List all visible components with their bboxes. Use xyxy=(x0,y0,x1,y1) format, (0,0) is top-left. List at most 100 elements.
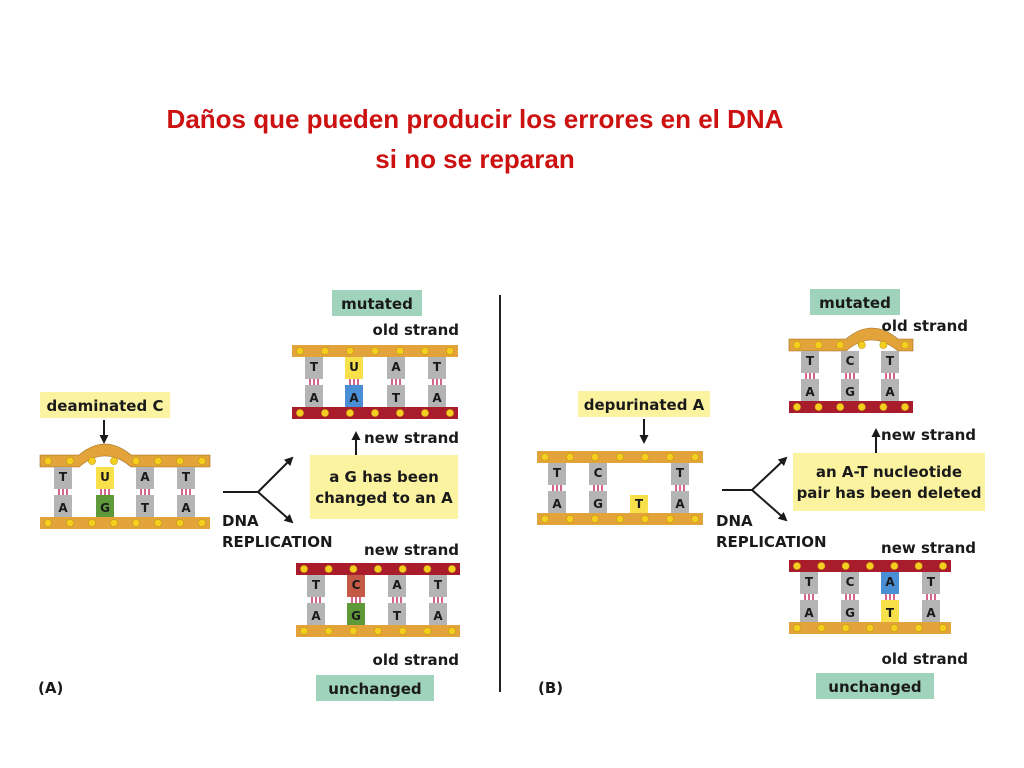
panel-a-damaged-duplex-pair-1-top-letter: T xyxy=(59,470,68,484)
panel-b-mutated-duplex-pair-3-top-base xyxy=(881,351,899,373)
panel-b-mutated-duplex-top-strand-phosphate xyxy=(836,341,845,349)
panel-b-unchanged-duplex-bottom-strand xyxy=(789,622,951,634)
panel-a-mutated-duplex-top-strand-phosphate xyxy=(346,347,354,355)
slide-title-line-1: Daños que pueden producir los errores en… xyxy=(166,104,784,134)
panel-a-unchanged-duplex-pair-2-top-base xyxy=(347,575,365,597)
panel-b-unchanged-duplex-pair-2: CG xyxy=(841,572,859,622)
panel-a-unchanged-duplex-pair-1-top-letter: T xyxy=(312,578,321,592)
panel-a-unchanged-duplex-pair-3-top-base xyxy=(388,575,406,597)
panel-b-unchanged-duplex-bottom-strand-phosphate xyxy=(817,624,826,632)
panel-a-mutated-duplex-bottom-strand-phosphate xyxy=(296,409,304,417)
panel-b-damaged-duplex-top-strand-phosphate xyxy=(641,453,649,461)
panel-b-mutated-duplex-bottom-strand-backbone xyxy=(789,401,913,413)
panel-b-damaged-duplex-pair-1-bottom-letter: A xyxy=(552,497,562,511)
panel-a-mutated-duplex-pair-4: TA xyxy=(428,357,446,407)
panel-b-damaged-duplex-pair-3-bottom-base xyxy=(630,495,648,513)
panel-b-unchanged-label-box xyxy=(816,673,934,699)
panel-a-unchanged-duplex-pair-1-bottom-base xyxy=(307,603,325,625)
panel-b-mutated-duplex-pair-2-top-base xyxy=(841,351,859,373)
panel-b-damaged-duplex-top-strand-phosphate xyxy=(691,453,699,461)
panel-a-unchanged-duplex-top-strand-phosphate xyxy=(448,565,456,573)
panel-b-damage-label-box xyxy=(578,391,710,417)
panel-a-damaged-duplex-top-strand-phosphate xyxy=(110,457,118,465)
panel-a-unchanged-duplex-pair-3: AT xyxy=(388,575,406,625)
panel-a-unchanged-duplex-pair-1-bottom-letter: A xyxy=(311,609,321,623)
panel-a-unchanged-label-box xyxy=(316,675,434,701)
panel-a-damaged-duplex-pair-4-bottom-letter: A xyxy=(181,501,191,515)
panel-a-damaged-duplex-pair-2-top-letter: U xyxy=(100,470,110,484)
panel-a-unchanged-duplex-pair-4-bottom-base xyxy=(429,603,447,625)
panel-a-damage-label-box xyxy=(40,392,170,418)
panel-b-damaged-duplex-bottom-strand-phosphate xyxy=(691,515,699,523)
panel-b-damaged-duplex-bottom-strand-phosphate xyxy=(666,515,674,523)
panel-b-unchanged-duplex-bottom-strand-phosphate xyxy=(914,624,923,632)
panel-a-unchanged-label: unchanged xyxy=(328,680,421,698)
panel-a-unchanged-duplex-pair-4-bottom-letter: A xyxy=(433,609,443,623)
panel-b-unchanged-duplex-pair-1-top-letter: T xyxy=(805,575,814,589)
panel-a-mutated-duplex-top-strand xyxy=(292,345,458,357)
panel-a-mutated-duplex-top-strand-phosphate xyxy=(421,347,429,355)
panel-b-panel-label: (B) xyxy=(538,679,563,697)
panel-b-unchanged-duplex-pair-4-bottom-base xyxy=(922,600,940,622)
panel-a-note-line-1: a G has been xyxy=(329,468,439,486)
panel-a-new-strand-label-top: new strand xyxy=(364,429,459,447)
panel-b-damage-label: depurinated A xyxy=(584,396,705,414)
panel-a-damaged-duplex-pair-2-bottom-base xyxy=(96,495,114,517)
panel-a-unchanged-duplex-pair-3-top-letter: A xyxy=(392,578,402,592)
panel-b-note-box xyxy=(793,453,985,511)
panel-a-mutated-duplex-bottom-strand-phosphate xyxy=(371,409,379,417)
panel-a-damaged-duplex-bottom-strand-backbone xyxy=(40,517,210,529)
panel-a-mutated-duplex-top-strand-phosphate xyxy=(296,347,304,355)
panel-b-damaged-duplex-top-strand-phosphate xyxy=(566,453,574,461)
panel-a-mutated-duplex-pair-4-top-letter: T xyxy=(433,360,442,374)
panel-a-damaged-duplex-top-strand xyxy=(39,443,211,468)
panel-a-mutated-duplex-pair-1: TA xyxy=(305,357,323,407)
panel-a-damaged-duplex-top-strand-phosphate xyxy=(198,457,206,465)
panel-b-mutated-duplex-pair-1-bottom-base xyxy=(801,379,819,401)
panel-a-mutated-duplex-pair-1-bottom-letter: A xyxy=(309,391,319,405)
panel-b-damaged-duplex-pair-2-top-base xyxy=(589,463,607,485)
panel-b-damaged-duplex-pair-2-bottom-letter: G xyxy=(593,497,603,511)
panel-a-mutated-duplex-pair-1-top-letter: T xyxy=(310,360,319,374)
panel-b-damaged-duplex-pair-3-bottom-letter: T xyxy=(635,497,644,511)
panel-a-mutated-duplex-pair-3-bottom-letter: T xyxy=(392,391,401,405)
panel-a-damaged-duplex-pair-1-bottom-letter: A xyxy=(58,501,68,515)
panel-a-panel-label: (A) xyxy=(38,679,63,697)
panel-a-unchanged-duplex-bottom-strand-phosphate xyxy=(374,627,382,635)
panel-b-unchanged-duplex-top-strand-phosphate xyxy=(866,562,874,570)
panel-b-unchanged-duplex-pair-2-bottom-letter: G xyxy=(845,606,855,620)
panel-a-mutated-duplex-pair-4-top-base xyxy=(428,357,446,379)
panel-b-unchanged-duplex-top-strand-phosphate xyxy=(939,562,947,570)
panel-b-unchanged-duplex-bottom-strand-phosphate xyxy=(841,624,850,632)
panel-a-unchanged-duplex-pair-4: TA xyxy=(429,575,447,625)
panel-b-mutated-duplex-bottom-strand-phosphate xyxy=(879,403,888,411)
panel-a-damaged-duplex-pair-4-top-base xyxy=(177,467,195,489)
panel-b-mutated-duplex-pair-3-top-letter: T xyxy=(886,354,895,368)
panel-a-damaged-duplex-pair-3-top-base xyxy=(136,467,154,489)
panel-a-damaged-duplex-bottom-strand-phosphate xyxy=(44,519,52,527)
panel-b-replication-label-line-2: REPLICATION xyxy=(716,533,827,551)
panel-a-damaged-duplex-pair-1: TA xyxy=(54,467,72,517)
panel-b-damaged-duplex-pair-1: TA xyxy=(548,463,566,513)
panel-b-unchanged-duplex-top-strand-phosphate xyxy=(841,562,850,570)
panel-b-mutated-duplex-bottom-strand-phosphate xyxy=(836,403,845,411)
panel-a-mutated-duplex-bottom-strand-phosphate xyxy=(321,409,329,417)
panel-a-damaged-duplex-top-strand-backbone xyxy=(39,443,211,468)
panel-b-unchanged-label: unchanged xyxy=(828,678,921,696)
panel-b-mutated-duplex-top-strand xyxy=(788,327,914,352)
panel-a-unchanged-duplex-top-strand-phosphate xyxy=(374,565,382,573)
panel-b-note-line-2: pair has been deleted xyxy=(797,484,982,502)
panel-a-damaged-duplex-bottom-strand xyxy=(40,517,210,529)
panel-b-unchanged-duplex-pair-3: AT xyxy=(881,572,899,622)
panel-b-damaged-duplex-bottom-strand-phosphate xyxy=(541,515,549,523)
panel-a-mutated-duplex-pair-4-bottom-base xyxy=(428,385,446,407)
panel-a-mutated-duplex-bottom-strand-phosphate xyxy=(346,409,354,417)
panel-b-mutated-duplex-pair-1-top-base xyxy=(801,351,819,373)
panel-a-mutated-duplex-top-strand-phosphate xyxy=(321,347,329,355)
panel-a-old-strand-label-bottom: old strand xyxy=(373,651,459,669)
panel-a-mutated-duplex-bottom-strand-phosphate xyxy=(396,409,404,417)
panel-a-mutated-duplex-bottom-strand-phosphate xyxy=(446,409,454,417)
panel-a-damaged-duplex-bottom-strand-phosphate xyxy=(154,519,162,527)
